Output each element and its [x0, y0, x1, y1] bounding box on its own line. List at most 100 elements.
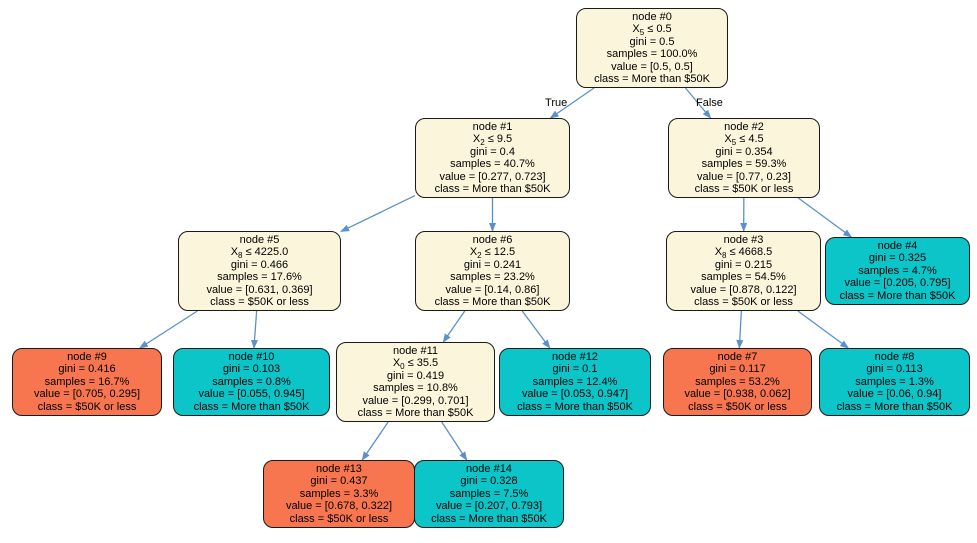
gini-value: gini = 0.325	[868, 252, 927, 265]
split-condition: X0 ≤ 35.5	[339, 357, 492, 372]
split-condition: X5 ≤ 4.5	[671, 133, 817, 147]
node-title: node #12	[552, 351, 598, 363]
threshold: ≤ 4668.5	[726, 246, 773, 259]
split-condition: X8 ≤ 4225.0	[181, 246, 338, 261]
node-title: node #5	[239, 234, 280, 246]
tree-node-11: node #11 X0 ≤ 35.5 gini = 0.419 samples …	[336, 342, 495, 422]
tree-edge-n5-n10	[251, 310, 259, 349]
value-distribution: value = [0.5, 0.5]	[611, 60, 693, 73]
threshold: ≤ 0.5	[644, 23, 672, 36]
feature-name: X	[469, 246, 478, 259]
threshold: ≤ 4225.0	[242, 246, 289, 259]
samples-value: samples = 54.5%	[701, 271, 786, 284]
gini-value: gini = 0.215	[714, 258, 773, 271]
class-label: class = $50K or less	[37, 400, 137, 413]
tree-node-5: node #5 X8 ≤ 4225.0 gini = 0.466 samples…	[178, 231, 341, 311]
node-title: node #8	[874, 351, 915, 363]
gini-value: gini = 0.437	[310, 475, 368, 488]
edge-label-true: True	[545, 97, 567, 109]
node-title: node #10	[228, 351, 275, 363]
gini-value: gini = 0.1	[552, 363, 598, 376]
class-label: class = More than $50K	[839, 289, 956, 302]
node-title: node #14	[466, 463, 512, 475]
gini-value: gini = 0.5	[629, 35, 675, 48]
feature-subscript: 0	[400, 362, 405, 372]
class-label: class = More than $50K	[357, 407, 474, 420]
value-distribution: value = [0.14, 0.86]	[445, 283, 540, 296]
tree-edge-n6-n11	[442, 310, 466, 343]
samples-value: samples = 16.7%	[44, 375, 130, 388]
samples-value: samples = 53.2%	[695, 375, 780, 388]
samples-value: samples = 7.5%	[449, 487, 529, 500]
samples-value: samples = 3.3%	[299, 487, 379, 500]
tree-edge-n1-n5	[340, 195, 416, 233]
samples-value: samples = 17.6%	[217, 271, 302, 284]
feature-subscript: 8	[722, 251, 727, 261]
value-distribution: value = [0.053, 0.947]	[521, 388, 629, 401]
threshold: ≤ 9.5	[484, 133, 513, 146]
value-distribution: value = [0.205, 0.795]	[844, 277, 951, 290]
node-title: node #0	[632, 11, 672, 23]
tree-edge-n2-n4	[797, 197, 853, 238]
tree-node-10: node #10 gini = 0.103 samples = 0.8% val…	[173, 348, 330, 416]
node-title: node #6	[472, 234, 513, 246]
split-condition: X2 ≤ 9.5	[418, 133, 567, 147]
class-label: class = $50K or less	[688, 400, 787, 413]
threshold: ≤ 35.5	[404, 357, 439, 370]
class-label: class = More than $50K	[193, 400, 310, 413]
tree-node-13: node #13 gini = 0.437 samples = 3.3% val…	[263, 460, 415, 528]
class-label: class = $50K or less	[694, 296, 793, 309]
value-distribution: value = [0.207, 0.793]	[435, 500, 543, 513]
tree-node-4: node #4 gini = 0.325 samples = 4.7% valu…	[825, 237, 970, 305]
threshold: ≤ 12.5	[481, 246, 516, 259]
samples-value: samples = 23.2%	[450, 271, 535, 284]
feature-subscript: 5	[639, 28, 645, 38]
tree-edge-n0-n1	[549, 87, 595, 119]
split-condition: X5 ≤ 0.5	[579, 23, 725, 38]
samples-value: samples = 12.4%	[532, 375, 618, 388]
node-title: node #9	[67, 351, 107, 363]
node-title: node #11	[392, 345, 439, 357]
gini-value: gini = 0.328	[460, 475, 518, 488]
node-title: node #13	[316, 463, 362, 475]
tree-node-14: node #14 gini = 0.328 samples = 7.5% val…	[414, 460, 564, 528]
value-distribution: value = [0.678, 0.322]	[285, 500, 393, 513]
feature-subscript: 8	[238, 251, 243, 261]
node-title: node #3	[723, 234, 764, 246]
gini-value: gini = 0.466	[230, 258, 289, 271]
value-distribution: value = [0.878, 0.122]	[690, 283, 797, 296]
tree-node-0: node #0 X5 ≤ 0.5 gini = 0.5 samples = 10…	[576, 8, 728, 88]
feature-name: X	[230, 246, 239, 259]
value-distribution: value = [0.06, 0.94]	[847, 388, 942, 401]
tree-node-2: node #2 X5 ≤ 4.5 gini = 0.354 samples = …	[668, 118, 820, 198]
split-condition: X2 ≤ 12.5	[418, 246, 567, 260]
class-label: class = $50K or less	[289, 512, 389, 525]
node-title: node #7	[717, 351, 758, 363]
tree-edge-n5-n9	[138, 310, 198, 349]
class-label: class = More than $50K	[836, 400, 953, 413]
tree-node-9: node #9 gini = 0.416 samples = 16.7% val…	[12, 348, 162, 416]
value-distribution: value = [0.705, 0.295]	[33, 388, 141, 401]
feature-name: X	[714, 246, 723, 259]
gini-value: gini = 0.416	[58, 363, 116, 376]
class-label: class = More than $50K	[517, 400, 633, 413]
gini-value: gini = 0.113	[866, 363, 923, 376]
class-label: class = More than $50K	[434, 296, 551, 309]
gini-value: gini = 0.4	[470, 145, 515, 158]
tree-node-7: node #7 gini = 0.117 samples = 53.2% val…	[663, 348, 812, 416]
feature-name: X	[392, 357, 401, 370]
gini-value: gini = 0.241	[463, 258, 522, 271]
feature-name: X	[724, 133, 732, 146]
class-label: class = $50K or less	[694, 183, 794, 196]
samples-value: samples = 10.8%	[373, 382, 458, 395]
tree-edge-n0-n2	[684, 87, 712, 119]
gini-value: gini = 0.354	[715, 145, 773, 158]
class-label: class = More than $50K	[431, 512, 547, 525]
tree-node-12: node #12 gini = 0.1 samples = 12.4% valu…	[499, 348, 651, 416]
samples-value: samples = 100.0%	[606, 48, 698, 61]
samples-value: samples = 0.8%	[212, 375, 291, 388]
samples-value: samples = 59.3%	[701, 158, 787, 171]
node-title: node #4	[877, 240, 918, 252]
edge-label-false: False	[696, 97, 723, 109]
